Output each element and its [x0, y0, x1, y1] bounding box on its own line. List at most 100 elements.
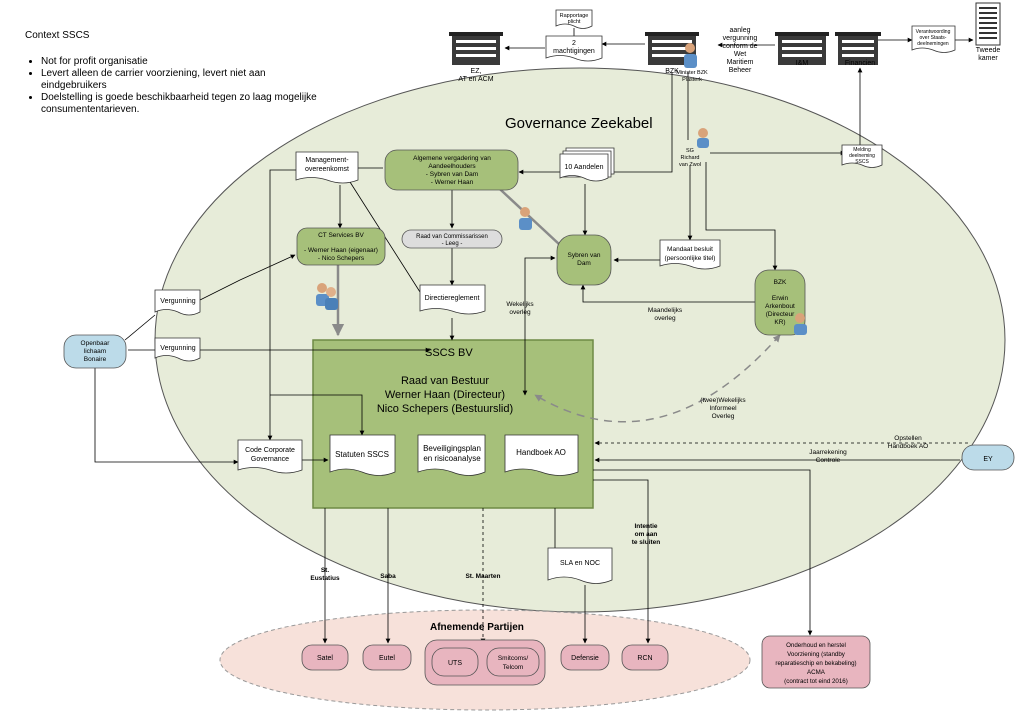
building-icon: [449, 32, 503, 65]
onderhoud-label: (contract tot eind 2016): [784, 678, 848, 685]
bzk-box: [754, 269, 806, 336]
doc-machtigingen: [545, 35, 603, 62]
doc-management: [295, 151, 359, 184]
doc-vergunning1: [154, 289, 201, 316]
governance-title: Governance Zeekabel: [505, 115, 653, 132]
avh-label: Algemene vergadering van: [413, 155, 491, 162]
ct-label: - Werner Haan (eigenaar): [304, 247, 378, 254]
doc-label: Directiereglement: [425, 295, 480, 302]
label-wekelijks: overleg: [509, 309, 531, 316]
doc-label: en risicoanalyse: [423, 454, 481, 463]
doc-label: Rapportage: [560, 13, 589, 19]
building-label-ez: EZ,: [471, 68, 482, 75]
doc-label: Mandaat besluit: [667, 246, 713, 253]
openbaar-label: lichaam: [84, 348, 106, 355]
bzk-box-label: Erwin: [772, 295, 789, 302]
doc-melding: [841, 144, 883, 168]
openbaar-label: Bonaire: [84, 356, 107, 363]
aanleg-label: Maritiem: [727, 59, 754, 66]
doc-directiereglement: [419, 284, 486, 315]
doc-verantwoording: [911, 25, 956, 53]
rvc-label: Raad van Commissarissen: [416, 234, 488, 240]
label-twee: Informeel: [709, 405, 737, 412]
sybren-box: [556, 234, 612, 286]
label-opstellen: Handboek AO: [888, 443, 928, 450]
line-sscs-onderhoud: [593, 469, 813, 636]
context-block: Context SSCS Not for profit organisatie …: [25, 30, 325, 116]
building-label-financien: Financien: [845, 60, 875, 67]
doc-label: machtigingen: [553, 48, 595, 55]
ey-box: [961, 444, 1015, 471]
doc-label: Vergunning: [160, 345, 196, 352]
aanleg-label: vergunning: [723, 35, 758, 42]
onderhoud-label: ACMA: [807, 669, 826, 676]
onderhoud-label: Onderhoud en herstel: [786, 642, 846, 649]
line-openbaar-vergunning1: [124, 314, 156, 341]
doc-handboek: [504, 434, 579, 476]
doc-mandaat: [659, 239, 721, 270]
ct-label: CT Services BV: [318, 232, 364, 239]
doc-label: deelnemingen: [917, 41, 949, 47]
aanleg-label: conform de: [722, 43, 757, 50]
minister-label: Plasterk: [682, 77, 702, 83]
label-twee: Overleg: [712, 413, 735, 420]
building-label-ienm: I&M: [796, 60, 809, 67]
partij-label: Smitcoms/: [498, 655, 529, 662]
doc-vergunning2: [154, 337, 201, 362]
sscs-title: SSCS BV: [425, 347, 473, 359]
doc-label: deelneming: [849, 153, 875, 159]
label-maarten: St. Maarten: [465, 573, 500, 580]
partij-label: RCN: [637, 655, 652, 662]
partij-label: Defensie: [571, 655, 599, 662]
partij-smitcoms: [486, 647, 540, 677]
bzk-box-label: Arkenbout: [765, 303, 795, 310]
line-wekelijks: [522, 255, 556, 396]
label-statia: Eustatius: [310, 575, 340, 582]
avh-label: - Sybren van Dam: [426, 171, 478, 178]
persons-icon: [316, 283, 338, 310]
sscs-box: [312, 339, 594, 509]
partij-label: Satel: [317, 655, 333, 662]
label-opstellen: Opstellen: [894, 435, 922, 442]
sg-label: Richard: [681, 155, 700, 161]
bzk-box-label: (Directeur: [766, 311, 795, 318]
aanleg-label: aanleg: [729, 27, 750, 34]
aanleg-label: Wet: [734, 51, 746, 58]
person-icon: [519, 207, 532, 230]
sscs-line: Werner Haan (Directeur): [385, 389, 505, 401]
line-vergunning1-ct: [199, 254, 296, 301]
partij-satel: [301, 644, 349, 671]
afnemende-title: Afnemende Partijen: [430, 622, 524, 633]
ct-box: [296, 227, 386, 266]
context-bullet: Not for profit organisatie: [41, 56, 325, 68]
label-twee: (twee)Wekelijks: [700, 397, 746, 404]
doc-label: SLA en NOC: [560, 560, 600, 567]
doc-label: plicht: [568, 19, 581, 25]
onderhoud-label: Voorziening (standby: [787, 651, 846, 658]
sg-label: SG: [686, 148, 694, 154]
doc-label: Verantwoording: [916, 29, 951, 35]
person-icon: [794, 313, 807, 335]
rvc-box: [401, 229, 503, 249]
doc-rapportage: [555, 9, 593, 29]
building-label-kamer: Tweede: [976, 47, 1001, 54]
avh-label: - Werner Haan: [431, 179, 474, 186]
building-label-ez: AT en ACM: [458, 76, 493, 83]
openbaar-label: Openbaar: [81, 340, 111, 347]
doc-label: 10 Aandelen: [565, 164, 604, 171]
ey-label: EY: [983, 456, 993, 463]
arrow-twee-wekelijks: [534, 334, 781, 423]
doc-label: Governance: [251, 456, 289, 463]
line-bzk-aandelen: [607, 72, 673, 175]
doc-code: [237, 439, 303, 474]
partij-defensie: [560, 644, 610, 671]
line-sg-bzkbox: [705, 162, 778, 271]
avh-box: [384, 149, 519, 191]
rvc-label: - Leeg -: [442, 241, 463, 247]
label-intentie: Intentie: [634, 523, 657, 530]
doc-label: (persoonlijke titel): [665, 255, 716, 262]
doc-label: Statuten SSCS: [335, 450, 389, 459]
label-statia: St.: [321, 567, 330, 574]
line-sscs-statuten: [270, 394, 365, 436]
